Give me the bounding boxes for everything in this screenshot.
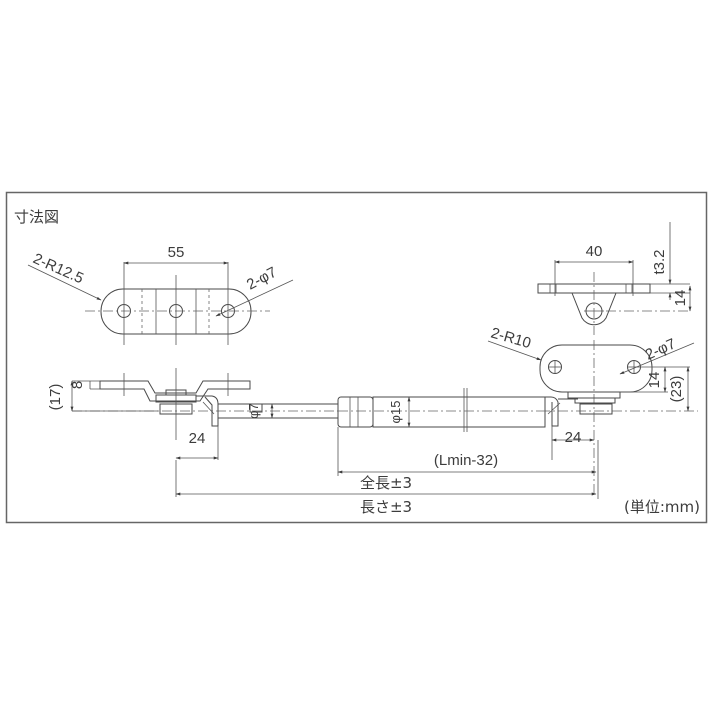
dim-14-top: 14: [672, 290, 689, 307]
dim-23: (23): [668, 376, 685, 403]
dim-rod-phi7: φ7: [246, 403, 261, 419]
dim-24-right: 24: [565, 429, 582, 446]
drawing-title: 寸法図: [14, 208, 59, 226]
dim-overall-length: 全長±3: [360, 474, 412, 492]
right-bracket-side: [487, 340, 695, 495]
top-right-bracket-end: [537, 222, 692, 335]
left-bracket-side: [70, 368, 251, 460]
dim-8: 8: [69, 381, 86, 389]
dim-t3-2: t3.2: [651, 249, 668, 274]
dim-40: 40: [586, 243, 603, 260]
top-left-bracket-plan: [27, 261, 294, 345]
dim-lmin-32: (Lmin-32): [434, 452, 498, 469]
piston-rod: [218, 403, 338, 419]
dim-14-side: 14: [646, 372, 663, 389]
dim-55: 55: [168, 244, 185, 261]
drawing-frame: [5, 191, 708, 524]
dim-24-left: 24: [189, 430, 206, 447]
dim-length: 長さ±3: [360, 498, 412, 516]
dim-cyl-phi15: φ15: [388, 401, 403, 424]
dim-17: (17): [47, 384, 64, 411]
bottom-dimension-lines: [175, 427, 599, 499]
gas-cylinder: [337, 388, 561, 432]
unit-note: (単位:mm): [624, 498, 700, 516]
